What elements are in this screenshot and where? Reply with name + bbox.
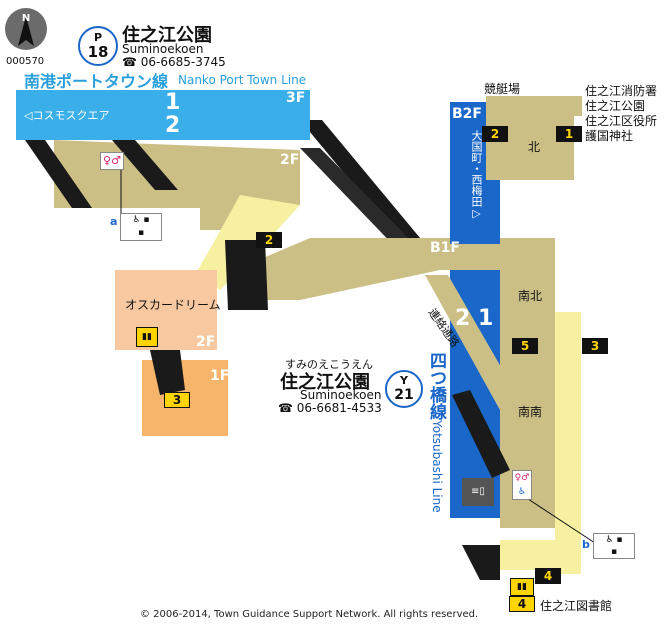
station-p-name: 住之江公園 xyxy=(122,25,212,46)
corridor-right-yellow xyxy=(555,312,581,574)
dest-3: 住之江区役所 xyxy=(585,114,658,128)
exit-4-a: 4 xyxy=(535,568,561,584)
platform-b2f-track-2: 2 xyxy=(455,306,471,331)
station-p-romaji: Suminoekoen xyxy=(122,42,204,56)
exit-a-facility-icons: ♿ ▪▪ xyxy=(120,213,162,241)
compass: N xyxy=(4,4,48,54)
station-y-phone: ☎ 06-6681-4533 xyxy=(278,401,382,415)
minami-label: 南南 xyxy=(518,405,543,419)
renraku-corridor xyxy=(425,275,520,410)
corridor-2f xyxy=(54,140,300,208)
stair-strip-b2f xyxy=(452,390,510,478)
nanko-line-jp: 南港ポートタウン線 xyxy=(24,72,169,91)
platform-3f xyxy=(16,90,310,140)
compass-label: N xyxy=(22,13,30,24)
floor-2f-oscar: 2F xyxy=(196,334,216,350)
escalator-strip xyxy=(300,148,420,252)
station-y-letter: Y xyxy=(400,374,408,387)
station-p-badge: P 18 xyxy=(78,26,118,66)
platform-3f-track-1: 1 xyxy=(165,90,181,115)
oscar-2f xyxy=(115,270,217,350)
exit-a-label: a xyxy=(110,215,118,228)
station-y-phone-number: 06-6681-4533 xyxy=(296,401,382,415)
copyright: © 2006-2014, Town Guidance Support Netwo… xyxy=(140,609,479,620)
elevator-icon-bottom: ▮▮ xyxy=(510,578,534,596)
escalator-icon: ≡▯ xyxy=(462,478,494,506)
yotsubashi-line-en: Yotsubashi Line xyxy=(430,420,444,513)
exit-2-mid: 2 xyxy=(256,232,282,248)
exit-b-facility-icons: ♿ ▪▪ xyxy=(593,533,635,559)
station-p-phone: ☎ 06-6685-3745 xyxy=(122,55,226,69)
exit-b-label: b xyxy=(582,538,590,551)
platform-b2f-direction: 大国町・西梅田▷ xyxy=(470,130,483,220)
station-y-romaji: Suminoekoen xyxy=(300,388,382,402)
exit-1: 1 xyxy=(556,126,582,142)
exit-5: 5 xyxy=(512,338,538,354)
phone-icon: ☎ xyxy=(278,401,297,415)
platform-3f-direction: ◁コスモスクエア xyxy=(24,109,110,122)
platform-b2f-track-1: 1 xyxy=(478,306,494,331)
restroom-icon-b2f: ♀♂♿ xyxy=(512,470,532,500)
nanko-line-en: Nanko Port Town Line xyxy=(178,73,307,87)
floor-b2f: B2F xyxy=(452,106,482,122)
dest-2: 住之江公園 xyxy=(585,99,646,113)
station-y-kana: すみのえこうえん xyxy=(285,358,373,371)
elevator-icon: ▮▮ xyxy=(136,327,158,347)
station-p-number: 18 xyxy=(87,43,109,61)
stair-strip xyxy=(300,120,430,250)
kita-label: 北 xyxy=(528,140,541,154)
exit-3-oscar: 3 xyxy=(164,392,190,408)
corridor-bottom-yellow xyxy=(500,540,581,570)
floor-2f-upper: 2F xyxy=(280,152,300,168)
exit-4-b: 4 xyxy=(509,596,535,612)
leader-line-b xyxy=(521,494,599,546)
corridor-b1f xyxy=(265,238,555,300)
floor-1f-oscar: 1F xyxy=(210,368,230,384)
dest-1: 住之江消防署 xyxy=(585,84,658,98)
library-label: 住之江図書館 xyxy=(540,599,613,613)
stair-strip-b2f-2 xyxy=(462,545,500,580)
stair-strip xyxy=(112,140,178,190)
phone-icon: ☎ xyxy=(122,55,141,69)
floor-b1f: B1F xyxy=(430,240,460,256)
exit-3-right: 3 xyxy=(582,338,608,354)
map-id: 000570 xyxy=(6,56,45,67)
oscar-dream-label: オスカードリーム xyxy=(125,298,221,312)
restroom-icon: ♀♂ xyxy=(100,152,124,170)
yotsubashi-line-jp: 四つ橋線 xyxy=(426,352,446,420)
station-y-number: 21 xyxy=(394,387,414,403)
kyoteijo-label: 競艇場 xyxy=(484,82,521,96)
station-p-letter: P xyxy=(93,31,103,44)
compass-icon: N xyxy=(5,8,47,50)
station-p-phone-number: 06-6685-3745 xyxy=(140,55,226,69)
station-y-name: 住之江公園 xyxy=(280,372,370,393)
nanboku-label: 南北 xyxy=(518,289,543,303)
station-y-badge: Y 21 xyxy=(385,370,423,408)
stair-strip xyxy=(25,140,92,208)
dest-4: 護国神社 xyxy=(585,129,634,143)
exit-2-top: 2 xyxy=(482,126,508,142)
stair-block xyxy=(225,240,268,310)
corridor-kita-top xyxy=(510,96,582,116)
oscar-stair xyxy=(150,350,185,395)
platform-3f-track-2: 2 xyxy=(165,113,181,138)
floor-3f: 3F xyxy=(286,90,306,106)
